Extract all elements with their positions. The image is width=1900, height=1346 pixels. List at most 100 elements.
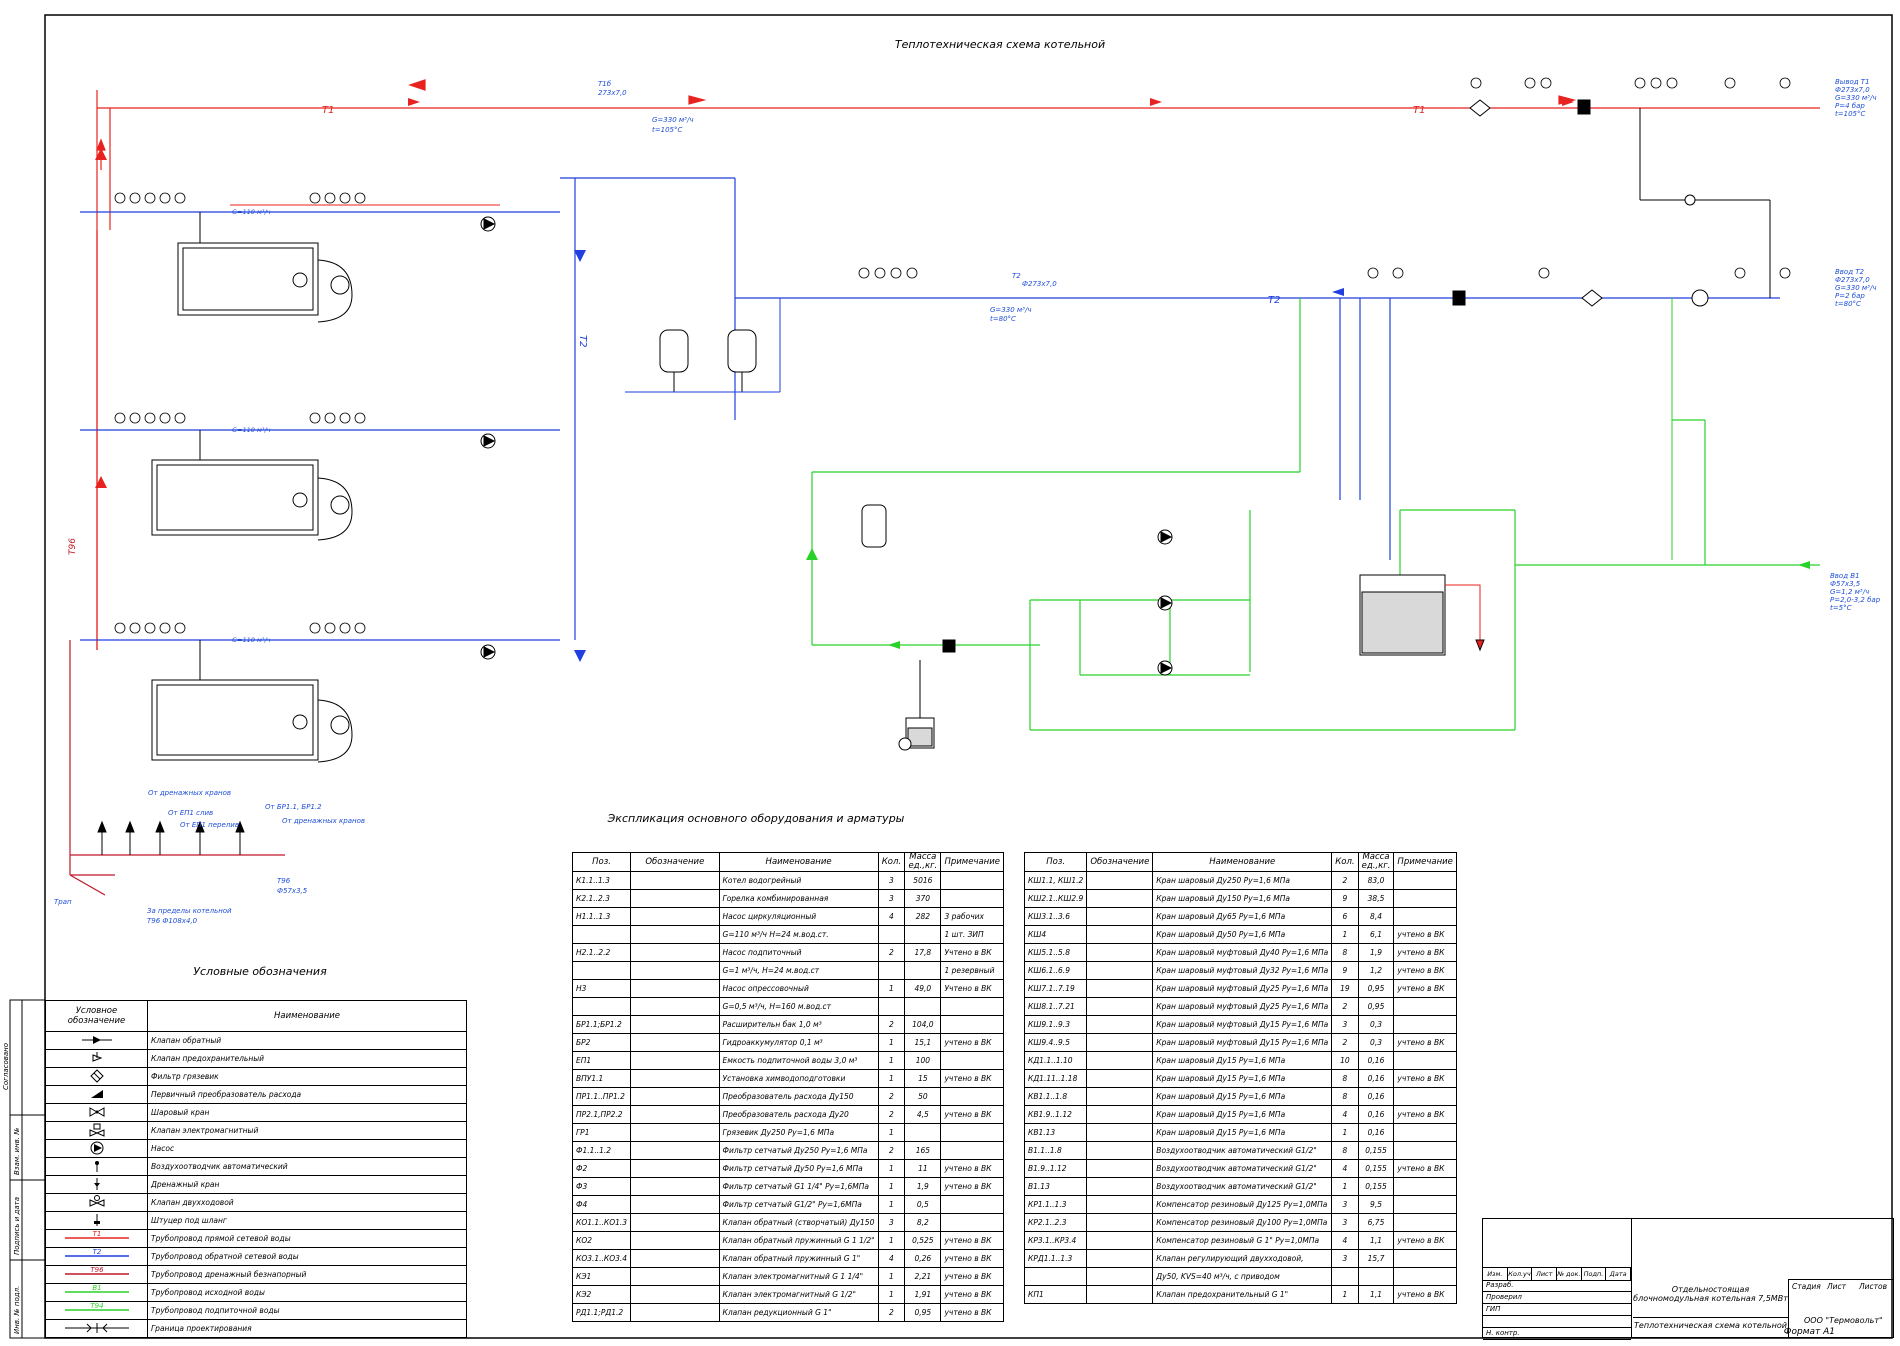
cell-qty: 1 [1331, 1123, 1359, 1142]
explication-header-row: Поз. Обозначение Наименование Кол. Масса… [571, 852, 1004, 872]
cell-name: Емкость подпиточной воды 3,0 м³ [718, 1051, 879, 1070]
cell-mass: 0,3 [1357, 1033, 1395, 1052]
col-designation: Обозначение [630, 852, 720, 872]
cell-pos: КР1.1..1.3 [1023, 1195, 1088, 1214]
cell-qty [877, 925, 906, 944]
legend-row: Дренажный кран [45, 1175, 467, 1194]
cell-designation [1086, 1015, 1154, 1034]
cell-mass: 4,5 [904, 1105, 942, 1124]
cell-note: 3 рабочих [940, 907, 1004, 926]
cell-qty: 1 [1331, 1285, 1359, 1304]
cell-name: Компенсатор резиновый Ду100 Py=1,0МПа [1152, 1213, 1333, 1232]
meter-icon [45, 1085, 148, 1104]
cell-designation [630, 1033, 720, 1052]
cell-pos: КШ8.1..7.21 [1023, 997, 1088, 1016]
col-note: Примечание [940, 852, 1004, 872]
legend-row: Клапан обратный [45, 1031, 467, 1050]
cell-pos: Ф4 [571, 1195, 632, 1214]
cell-name: Фильтр сетчатый G1 1/4" Py=1,6МПа [718, 1177, 879, 1196]
cell-designation [1086, 1249, 1154, 1268]
t96-riser-label: Т96 [68, 538, 78, 555]
legend-name: Шаровый кран [147, 1103, 467, 1122]
cell-designation [630, 997, 720, 1016]
cell-qty: 1 [877, 1267, 906, 1286]
cell-pos: В1.9..1.12 [1023, 1159, 1088, 1178]
cell-qty: 8 [1331, 1069, 1359, 1088]
cell-name: G=110 м³/ч H=24 м.вод.ст. [718, 925, 879, 944]
cell-qty: 1 [877, 1123, 906, 1142]
cell-designation [630, 979, 720, 998]
cell-note [940, 1015, 1004, 1034]
legend-row: Клапан электромагнитный [45, 1121, 467, 1140]
cell-note: 1 шт. ЗИП [940, 925, 1004, 944]
cell-pos: КО2 [571, 1231, 632, 1250]
cell-name: G=0,5 м³/ч, H=160 м.вод.ст [718, 997, 879, 1016]
cell-name: Клапан обратный пружинный G 1 1/2" [718, 1231, 879, 1250]
cell-pos: КШ6.1..6.9 [1023, 961, 1088, 980]
cell-pos: ГР1 [571, 1123, 632, 1142]
cell-designation [1086, 997, 1154, 1016]
cell-note: учтено в ВК [940, 1069, 1004, 1088]
cell-name: Кран шаровый Ду15 Py=1,6 МПа [1152, 1069, 1333, 1088]
cell-note [940, 997, 1004, 1016]
pipe-line-symbol: В1 [45, 1283, 148, 1302]
svg-text:Ф57х3,5: Ф57х3,5 [1830, 580, 1861, 588]
cell-mass [904, 1123, 942, 1142]
sheet-format: Формат А1 [1784, 1327, 1835, 1337]
cell-name: Воздухоотводчик автоматический G1/2" [1152, 1177, 1333, 1196]
cell-mass [1357, 1267, 1395, 1286]
boiler-2-flow: G=110 м³/ч [232, 426, 271, 434]
svg-text:P=2,0-3,2 бар: P=2,0-3,2 бар [1830, 596, 1881, 604]
legend-col-name: Наименование [147, 1000, 467, 1032]
svg-text:Т94: Т94 [90, 1303, 103, 1310]
cell-designation [630, 1051, 720, 1070]
svg-text:P=4 бар: P=4 бар [1835, 102, 1865, 110]
sheets-label: Листов [1859, 1282, 1888, 1291]
cell-note [1393, 1177, 1457, 1196]
t1-pipe-name: Т1б [598, 80, 612, 88]
cell-qty: 8 [1331, 1087, 1359, 1106]
cell-designation [630, 1195, 720, 1214]
cell-name: Компенсатор резиновый Ду125 Py=1,0МПа [1152, 1195, 1333, 1214]
cell-qty: 8 [1331, 943, 1359, 962]
cell-pos: КО1.1..КО1.3 [571, 1213, 632, 1232]
cell-note [940, 1195, 1004, 1214]
svg-text:G=330 м³/ч: G=330 м³/ч [1835, 284, 1876, 292]
col-pos: Поз. [571, 852, 632, 872]
drain-t96-dim: Ф57х3,5 [277, 887, 308, 895]
cell-pos: КЭ2 [571, 1285, 632, 1304]
cell-note: учтено в ВК [1393, 925, 1457, 944]
cell-note [1393, 1123, 1457, 1142]
cell-pos: КД1.11..1.18 [1023, 1069, 1088, 1088]
legend-name: Дренажный кран [147, 1175, 467, 1194]
cell-qty: 4 [877, 907, 906, 926]
cell-mass: 1,1 [1357, 1285, 1395, 1304]
cell-mass: 100 [904, 1051, 942, 1070]
cell-designation [1086, 1105, 1154, 1124]
col-name: Наименование [718, 852, 879, 872]
instrument-gauges [114, 77, 1791, 634]
cell-pos: КП1 [1023, 1285, 1088, 1304]
cell-mass: 0,155 [1357, 1141, 1395, 1160]
t2-flow: G=330 м³/ч [990, 306, 1031, 314]
cell-designation [1086, 1087, 1154, 1106]
cell-note [1393, 1015, 1457, 1034]
col-designation: Обозначение [1086, 852, 1154, 872]
boiler-k1-1 [80, 639, 560, 763]
cell-name: Фильтр сетчатый G1/2" Py=1,6МПа [718, 1195, 879, 1214]
cell-name: Установка химводоподготовки [718, 1069, 879, 1088]
stamp-col: Кол.уч [1508, 1268, 1533, 1280]
cell-designation [630, 1303, 720, 1322]
legend-name: Клапан предохранительный [147, 1049, 467, 1068]
makeup-flow-arrows [806, 548, 1810, 649]
cell-mass: 5016 [904, 871, 942, 890]
side-stamp-replace: Взам. инв. № [13, 1127, 21, 1175]
